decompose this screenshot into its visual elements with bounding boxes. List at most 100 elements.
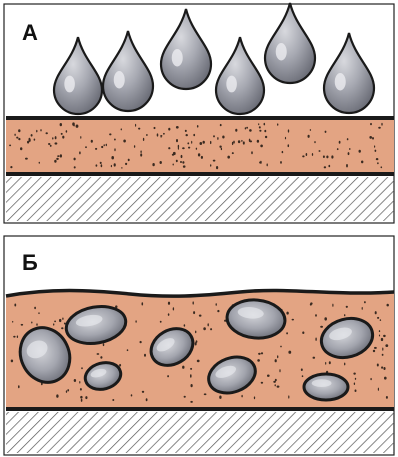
soil-speck xyxy=(331,155,333,158)
soil-speck xyxy=(377,162,379,164)
soil-speck xyxy=(386,396,388,399)
soil-speck xyxy=(190,401,193,403)
soil-speck xyxy=(134,145,135,148)
soil-speck xyxy=(326,156,328,159)
soil-speck xyxy=(59,319,61,322)
soil-speck xyxy=(241,140,242,142)
panel-b-illustration xyxy=(0,232,398,457)
soil-speck xyxy=(95,148,97,150)
soil-speck xyxy=(264,123,266,126)
impermeable-layer xyxy=(6,412,394,453)
soil-speck xyxy=(193,134,195,137)
soil-speck xyxy=(112,399,114,401)
soil-speck xyxy=(140,341,142,343)
soil-speck xyxy=(277,123,278,125)
panel-label-a: А xyxy=(22,20,38,46)
soil-speck xyxy=(246,127,248,129)
soil-speck xyxy=(140,150,141,153)
soil-speck xyxy=(125,163,127,165)
soil-speck xyxy=(111,156,114,159)
soil-speck xyxy=(235,129,237,132)
soil-speck xyxy=(76,125,79,128)
soil-speck xyxy=(135,124,136,127)
soil-layer xyxy=(6,117,394,173)
water-pocket-shape xyxy=(304,374,348,400)
soil-speck xyxy=(101,164,103,167)
water-drop-highlight xyxy=(172,49,183,67)
soil-speck xyxy=(180,161,182,163)
soil-speck xyxy=(213,160,216,162)
soil-speck xyxy=(222,136,224,139)
soil-speck xyxy=(191,384,193,387)
soil-speck xyxy=(264,130,266,133)
soil-speck xyxy=(344,363,345,366)
soil-speck xyxy=(56,158,59,160)
soil-speck xyxy=(232,142,233,145)
soil-speck xyxy=(241,395,242,398)
soil-speck xyxy=(267,163,268,166)
soil-speck xyxy=(36,323,37,326)
soil-speck xyxy=(135,320,136,323)
soil-speck xyxy=(199,315,202,317)
soil-speck xyxy=(182,161,184,164)
soil-speck xyxy=(369,136,372,139)
soil-speck xyxy=(178,147,179,150)
soil-speck xyxy=(238,140,240,143)
soil-speck xyxy=(101,146,103,148)
soil-speck xyxy=(167,375,169,377)
soil-speck xyxy=(302,331,304,334)
soil-speck xyxy=(249,129,252,132)
soil-speck xyxy=(53,323,54,325)
impermeable-layer xyxy=(6,177,394,221)
soil-speck xyxy=(339,141,341,144)
soil-speck xyxy=(81,367,83,369)
soil-speck xyxy=(74,158,76,161)
soil-speck xyxy=(376,158,379,160)
soil-speck xyxy=(185,130,187,132)
soil-speck xyxy=(62,318,63,320)
soil-speck xyxy=(372,137,374,140)
soil-speck xyxy=(251,151,253,154)
soil-speck xyxy=(375,311,377,314)
soil-speck xyxy=(119,364,121,367)
soil-speck xyxy=(191,141,192,144)
soil-speck xyxy=(315,338,316,341)
soil-speck xyxy=(80,136,81,139)
soil-speck xyxy=(265,136,267,138)
soil-speck xyxy=(146,134,148,136)
soil-speck xyxy=(370,123,372,125)
panel-b: Б xyxy=(0,232,398,457)
soil-speck xyxy=(190,368,192,370)
panel-label-b: Б xyxy=(22,250,38,276)
soil-speck xyxy=(378,127,381,129)
soil-speck xyxy=(310,129,311,131)
soil-speck xyxy=(186,134,188,136)
soil-speck xyxy=(96,164,98,166)
soil-speck xyxy=(183,165,186,167)
soil-speck xyxy=(258,123,259,125)
soil-speck xyxy=(221,148,222,150)
soil-speck xyxy=(14,304,16,307)
soil-speck xyxy=(17,335,18,338)
soil-speck xyxy=(387,304,389,307)
soil-speck xyxy=(377,317,379,319)
soil-speck xyxy=(364,301,366,303)
water-pocket xyxy=(304,374,348,400)
soil-speck xyxy=(337,148,339,150)
soil-speck xyxy=(197,125,199,128)
soil-speck xyxy=(128,159,130,162)
soil-speck xyxy=(138,128,140,130)
soil-speck xyxy=(168,313,170,316)
soil-speck xyxy=(173,164,174,166)
water-drop-highlight xyxy=(114,71,125,89)
soil-speck xyxy=(353,373,355,375)
soil-speck xyxy=(31,322,32,324)
water-drop-highlight xyxy=(226,76,237,93)
soil-speck xyxy=(72,122,75,125)
soil-speck xyxy=(46,132,48,134)
soil-speck xyxy=(34,139,36,141)
soil-speck xyxy=(315,314,317,317)
soil-speck xyxy=(197,360,200,363)
soil-speck xyxy=(328,165,330,168)
soil-speck xyxy=(324,166,326,168)
